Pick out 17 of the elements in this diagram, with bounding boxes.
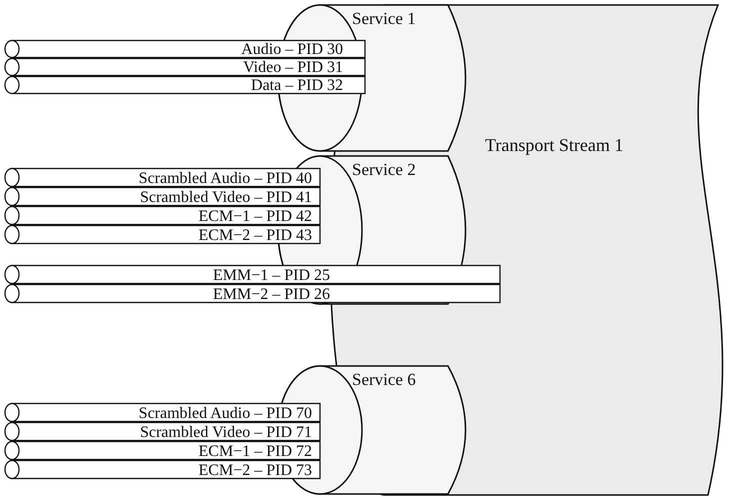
pid-label: Audio – PID 30 (241, 42, 343, 58)
pid-label: ECM−1 – PID 42 (198, 208, 312, 224)
pid-label: ECM−2 – PID 43 (198, 228, 312, 244)
pid-label: EMM−1 – PID 25 (212, 268, 330, 284)
service-label: Service 1 (352, 10, 416, 27)
pid-label: ECM−2 – PID 73 (198, 462, 312, 478)
pid-label: Data – PID 32 (251, 78, 343, 94)
service-label: Service 2 (352, 161, 416, 178)
pid-label: ECM−1 – PID 72 (198, 444, 312, 460)
pid-label: Scrambled Audio – PID 40 (138, 170, 312, 186)
service-label: Service 6 (352, 371, 416, 388)
pid-label: Scrambled Audio – PID 70 (138, 406, 312, 422)
pid-label: Scrambled Video – PID 41 (140, 190, 312, 206)
pid-label: Video – PID 31 (243, 60, 343, 76)
pid-label: Scrambled Video – PID 71 (140, 424, 312, 440)
stream-label: Transport Stream 1 (485, 136, 624, 154)
pid-label: EMM−2 – PID 26 (212, 286, 330, 302)
